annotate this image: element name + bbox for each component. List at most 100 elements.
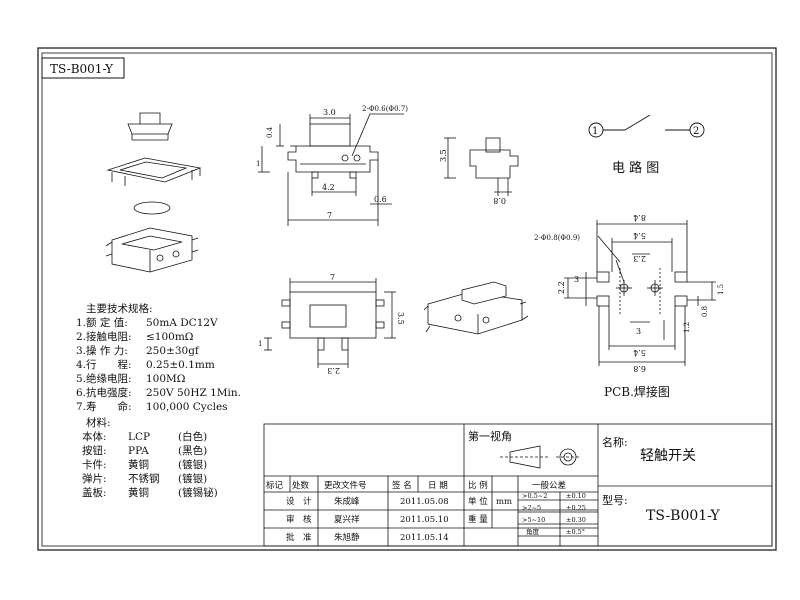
pcb-hole-note: 2-Φ0.8(Φ0.9) [534,234,580,242]
header-date: 日 期 [428,481,448,491]
row-design-name: 朱成峰 [334,496,360,507]
material-finish-4: (镀银) [178,473,208,485]
dim-bottom-pin: 1 [258,340,262,348]
pcb-dim-3b: 3 [636,327,641,336]
material-name-1: LCP [128,431,151,443]
side-view [444,137,519,196]
tol-value-3: ±0.5° [566,528,585,536]
material-finish-1: (白色) [178,431,208,443]
tol-value-1: ±0.25 [566,504,586,512]
dim-pin-width: 0.6 [374,195,387,204]
circuit-label: 电 路 图 [612,160,659,176]
material-finish-2: (黑色) [178,445,208,457]
spec-label-7: 7.寿 命: [76,401,132,413]
dim-top-width: 3.0 [323,108,336,117]
scale-label: 比 例 [468,480,488,491]
spec-value-5: 100MΩ [146,373,186,385]
tol-value-0: ±0.10 [566,492,586,500]
material-part-5: 盖板: [82,487,107,499]
material-name-2: PPA [128,445,149,457]
model-code: TS-B001-Y [50,62,114,76]
name-value: 轻触开关 [640,448,696,464]
dim-bottom-pin-pitch: 2.3 [327,366,340,375]
circuit-node-2-label: 2 [693,126,699,137]
row-approve-name: 朱旭静 [334,532,360,543]
circuit-diagram [588,114,705,138]
material-finish-5: (镀锡铋) [178,487,218,499]
iso-view [423,281,529,335]
model-label: 型号: [602,493,628,507]
material-part-3: 卡件: [82,459,107,471]
header-doc: 更改文件号 [324,480,367,491]
dim-side-height: 3.5 [439,149,448,162]
spec-value-1: 50mA DC12V [146,317,218,329]
material-name-3: 黄铜 [128,459,149,471]
material-part-4: 弹片: [82,473,107,485]
outer-border [37,47,777,551]
pcb-dim-3: 3 [574,275,579,284]
pcb-dim-bottom-total: 6.8 [633,364,646,373]
pcb-dim-center: 2.3 [633,254,646,263]
unit-label: 单 位 [468,496,488,507]
exploded-view [105,112,202,273]
spec-label-4: 4.行 程: [76,359,132,371]
spec-label-1: 1.额 定 值: [76,317,128,329]
pcb-dim-08: 0.8 [701,306,709,317]
material-finish-3: (镀银) [178,459,208,471]
tol-range-2: >5~10 [522,516,545,524]
header-sign: 签 名 [392,480,412,491]
material-name-4: 不锈钢 [128,473,160,485]
row-approve-role: 批 准 [286,532,312,543]
spec-label-6: 6.抗电强度: [76,387,132,399]
tolerance-label: 一般公差 [532,480,566,491]
spec-label-3: 3.操 作 力: [76,345,128,357]
spec-value-4: 0.25±0.1mm [146,359,215,371]
material-part-1: 本体: [82,431,107,443]
pcb-dim-total-width: 8.4 [633,213,646,222]
pcb-dim-15: 1.5 [717,284,725,295]
dim-bottom-width: 7 [330,273,335,282]
front-view [258,113,404,226]
dim-hole-note: 2-Φ0.6(Φ0.7) [362,105,408,113]
tol-range-1: >2~5 [522,504,541,512]
spec-heading: 主要技术规格: [86,303,153,315]
spec-value-7: 100,000 Cycles [146,401,228,413]
dim-bottom-height: 3.5 [396,312,405,325]
pcb-layout [564,220,716,366]
model-value: TS-B001-Y [646,508,720,524]
material-name-5: 黄铜 [128,487,149,499]
header-count: 处数 [292,480,310,491]
tol-range-3: 角度 [526,527,540,536]
spec-label-2: 2.接触电阻: [76,331,132,343]
spec-value-2: ≤100mΩ [146,331,194,343]
spec-value-3: 250±30gf [146,345,199,357]
weight-label: 重 量 [468,514,488,525]
unit-value: mm [496,497,512,507]
circuit-node-1-label: 1 [592,126,598,137]
material-part-2: 按钮: [82,445,107,457]
row-design-date: 2011.05.08 [400,497,449,507]
pcb-dim-inner-width: 5.4 [633,231,646,240]
exploded-button [127,112,173,135]
model-code-box [41,57,125,79]
row-review-name: 夏兴祥 [334,514,360,525]
tol-value-2: ±0.30 [566,516,586,524]
title-block [263,423,773,547]
pcb-dim-bottom-inner: 5.4 [633,348,646,357]
row-review-date: 2011.05.10 [400,515,449,525]
dim-height-04: 0.4 [266,126,274,138]
tol-range-0: >0.5~2 [522,492,547,500]
dim-height-1: 1 [256,160,260,168]
materials-heading: 材料: [86,417,111,429]
row-approve-date: 2011.05.14 [400,533,449,543]
exploded-dome [133,201,171,215]
pcb-title: PCB.焊接图 [604,384,670,399]
pcb-dim-12: 1.2 [683,322,691,333]
dim-overall-width: 7 [327,211,332,220]
spec-value-6: 250V 50HZ 1Min. [146,387,242,399]
row-review-role: 审 核 [286,514,312,525]
bottom-view [264,278,396,368]
dim-pin-pitch: 4.2 [322,183,335,192]
view-label: 第一视角 [468,429,512,443]
